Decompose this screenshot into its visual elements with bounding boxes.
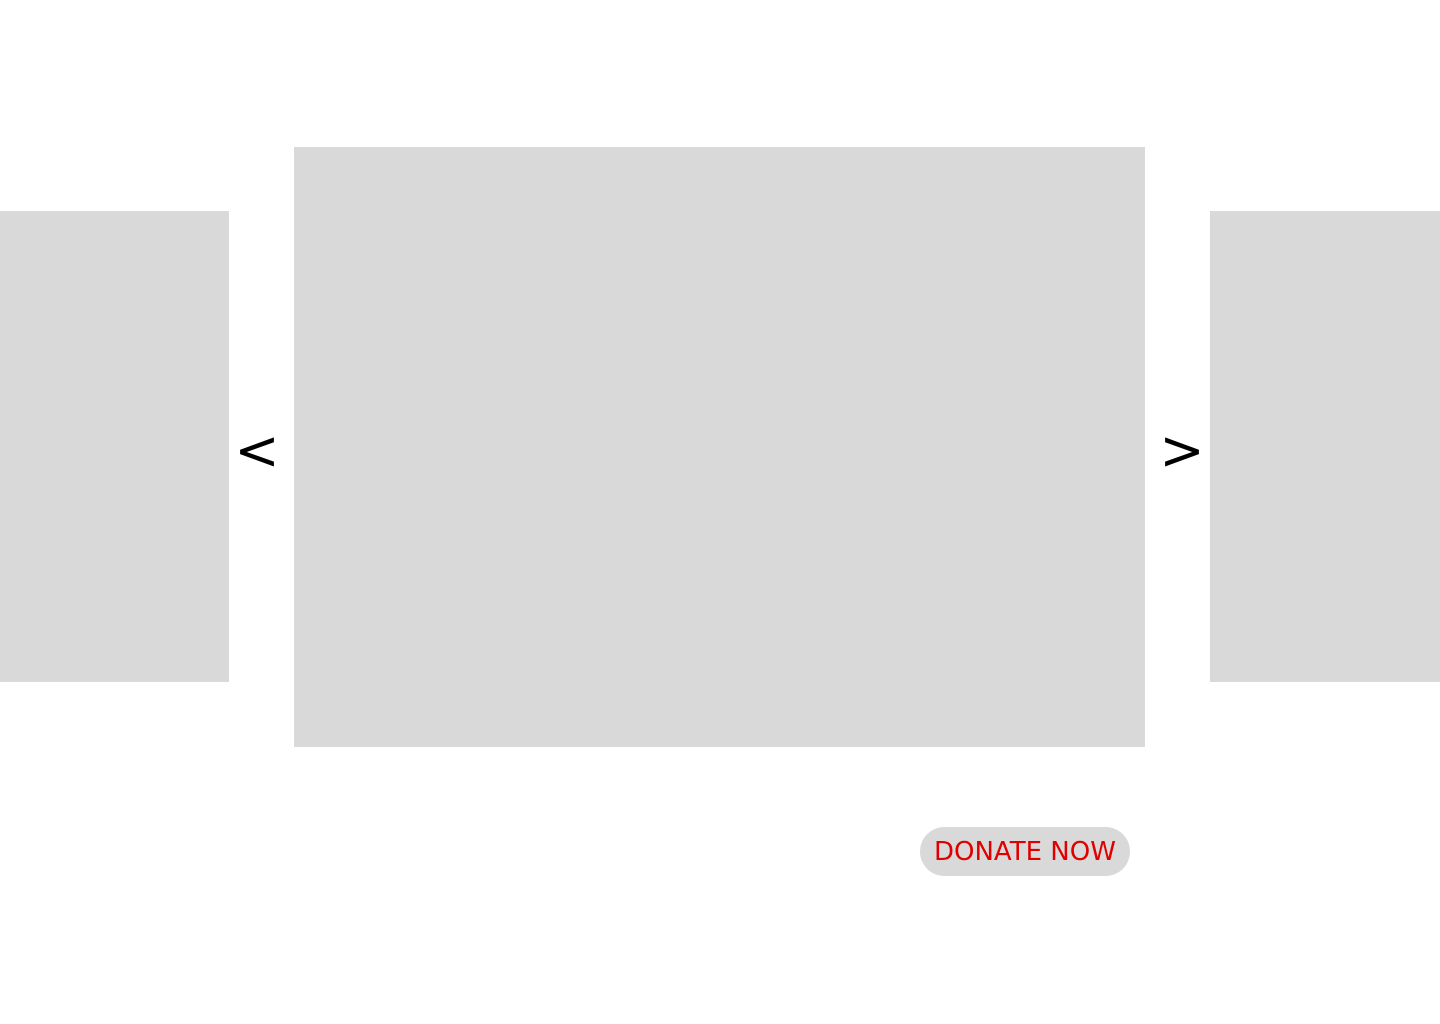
donate-now-button[interactable]: DONATE NOW xyxy=(920,827,1130,876)
carousel-current-slide xyxy=(294,147,1145,747)
carousel-prev-slide[interactable] xyxy=(0,211,229,682)
carousel-next-arrow-button[interactable]: > xyxy=(1159,419,1205,482)
carousel-next-slide[interactable] xyxy=(1210,211,1440,682)
carousel-prev-arrow-button[interactable]: < xyxy=(234,419,280,482)
